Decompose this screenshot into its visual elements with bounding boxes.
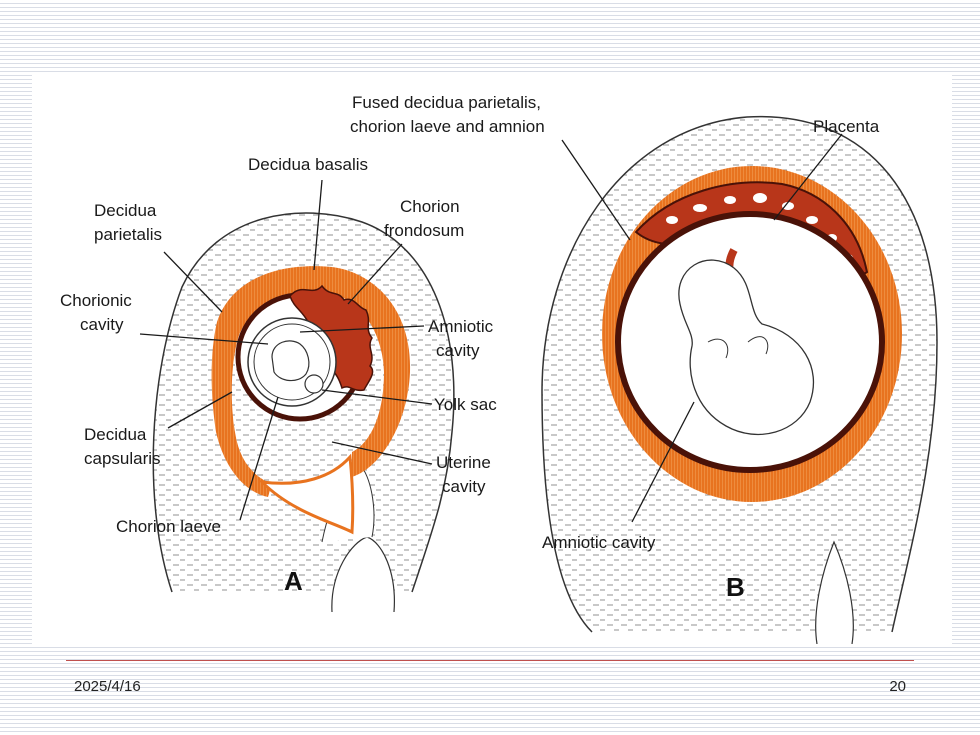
- yolk-sac-a: [304, 374, 324, 394]
- panel-b-leaders: [561, 133, 843, 523]
- label-amniotic-cavity-a-2: cavity: [436, 341, 480, 360]
- embryology-diagram: Fused decidua parietalis, chorion laeve …: [60, 93, 938, 644]
- page-number: 20: [889, 678, 906, 695]
- panel-label-b: B: [726, 572, 745, 602]
- panel-a-uterus: [152, 212, 455, 613]
- label-decidua-parietalis-1: Decidua: [94, 201, 157, 220]
- label-fused-decidua-1: Fused decidua parietalis,: [352, 93, 541, 112]
- label-decidua-basalis: Decidua basalis: [248, 155, 368, 174]
- label-decidua-capsularis-1: Decidua: [84, 425, 147, 444]
- labels: Fused decidua parietalis, chorion laeve …: [60, 93, 880, 602]
- footer-date: 2025/4/16: [74, 678, 141, 695]
- embryo-a: [271, 340, 310, 382]
- label-amniotic-cavity-a-1: Amniotic: [428, 317, 494, 336]
- panel-label-a: A: [284, 566, 303, 596]
- label-placenta: Placenta: [813, 117, 880, 136]
- label-uterine-cavity-1: Uterine: [436, 453, 491, 472]
- label-chorion-frondosum-2: frondosum: [384, 221, 464, 240]
- label-amniotic-cavity-b: Amniotic cavity: [542, 533, 656, 552]
- placenta-spaces: [666, 193, 853, 262]
- footer-divider: [66, 660, 914, 661]
- label-chorionic-cavity-2: cavity: [80, 315, 124, 334]
- label-chorion-frondosum-1: Chorion: [400, 197, 460, 216]
- label-fused-decidua-2: chorion laeve and amnion: [350, 117, 545, 136]
- label-uterine-cavity-2: cavity: [442, 477, 486, 496]
- fetus: [678, 259, 815, 435]
- label-decidua-capsularis-2: capsularis: [84, 449, 161, 468]
- panel-b-uterus: [541, 115, 938, 644]
- label-decidua-parietalis-2: parietalis: [94, 225, 162, 244]
- label-chorion-laeve: Chorion laeve: [116, 517, 221, 536]
- label-yolk-sac: Yolk sac: [434, 395, 497, 414]
- figure-panel: Fused decidua parietalis, chorion laeve …: [32, 72, 952, 644]
- panel-a-leaders: [139, 179, 433, 521]
- label-chorionic-cavity-1: Chorionic: [60, 291, 132, 310]
